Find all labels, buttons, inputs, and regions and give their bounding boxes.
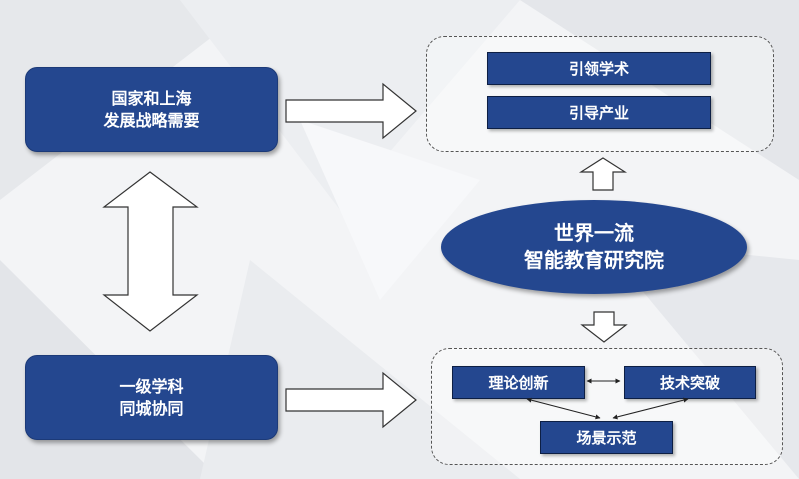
scene-demo-box: 场景示范 xyxy=(540,421,673,454)
right-arrow-top xyxy=(285,82,417,140)
tech-breakthrough-box: 技术突破 xyxy=(624,366,756,399)
guide-industry-box: 引导产业 xyxy=(487,96,711,129)
institute-line1: 世界一流 xyxy=(554,221,634,245)
lead-academic-box: 引领学术 xyxy=(487,52,711,85)
institute-ellipse: 世界一流 智能教育研究院 xyxy=(441,200,747,294)
theory-innovation-box: 理论创新 xyxy=(452,366,585,399)
lead-academic-label: 引领学术 xyxy=(568,59,629,78)
strategy-line2: 发展战略需要 xyxy=(103,110,200,130)
right-arrow-bottom xyxy=(285,371,417,429)
theory-scene-connector xyxy=(526,397,601,420)
tech-breakthrough-label: 技术突破 xyxy=(659,373,720,392)
tech-scene-connector xyxy=(612,397,689,420)
scene-demo-label: 场景示范 xyxy=(576,428,637,447)
institute-line2: 智能教育研究院 xyxy=(524,248,664,272)
theory-innovation-label: 理论创新 xyxy=(488,373,549,392)
strategy-box: 国家和上海 发展战略需要 xyxy=(25,67,278,152)
discipline-line1: 一级学科 xyxy=(119,376,184,396)
down-arrow xyxy=(580,311,628,343)
vertical-double-arrow xyxy=(102,171,199,332)
guide-industry-label: 引导产业 xyxy=(568,103,629,122)
discipline-line2: 同城协同 xyxy=(119,398,184,418)
discipline-box: 一级学科 同城协同 xyxy=(25,355,278,440)
up-arrow xyxy=(578,157,628,191)
strategy-line1: 国家和上海 xyxy=(111,88,192,108)
